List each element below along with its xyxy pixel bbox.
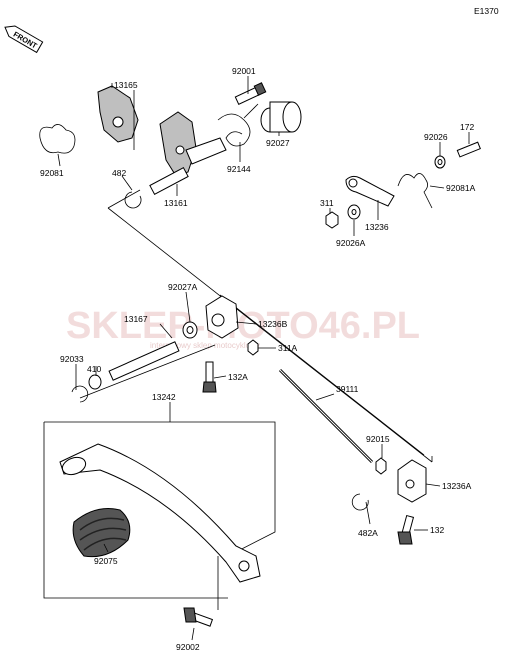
part-39111-tie-rod bbox=[278, 368, 374, 464]
part-92015-nut bbox=[375, 457, 387, 475]
part-13242-group-box bbox=[43, 421, 276, 599]
watermark-text: SKLEP-MOTO46.PL bbox=[66, 305, 420, 347]
part-label: 410 bbox=[87, 364, 101, 374]
part-13236a-clamp bbox=[397, 459, 427, 503]
part-label: 13236A bbox=[442, 481, 472, 491]
part-92144-spring bbox=[217, 103, 259, 147]
part-13242-pedal bbox=[59, 443, 261, 583]
part-132-bolt bbox=[397, 514, 415, 545]
part-92075-rubber bbox=[72, 508, 131, 558]
part-482a-snapring bbox=[351, 493, 369, 511]
part-label: 92026 bbox=[424, 132, 448, 142]
part-label: 92002 bbox=[176, 642, 200, 652]
watermark: SKLEP-MOTO46.PL internetowy sklep motocy… bbox=[66, 305, 420, 350]
part-label: 132 bbox=[430, 525, 444, 535]
part-label: 92027A bbox=[168, 282, 198, 292]
part-label: 13167 bbox=[124, 314, 148, 324]
part-label: 92027 bbox=[266, 138, 290, 148]
part-label: 482A bbox=[358, 528, 378, 538]
part-label: 92075 bbox=[94, 556, 118, 566]
part-label: 92026A bbox=[336, 238, 366, 248]
part-13236b-clamp bbox=[205, 295, 239, 339]
part-label: 13236B bbox=[258, 319, 288, 329]
part-13167-pivot-shaft bbox=[108, 341, 180, 381]
diagram-code: E1370 bbox=[474, 6, 499, 16]
part-label: 311 bbox=[320, 198, 334, 208]
part-label: 13236 bbox=[365, 222, 389, 232]
part-label: 13165 bbox=[114, 80, 138, 90]
part-172-pin bbox=[456, 141, 481, 158]
part-label: 92081 bbox=[40, 168, 64, 178]
part-92027-collar bbox=[260, 101, 302, 133]
part-label: 92033 bbox=[60, 354, 84, 364]
part-311a-nut bbox=[247, 339, 259, 356]
part-label: 13242 bbox=[152, 392, 176, 402]
part-label: 13161 bbox=[164, 198, 188, 208]
part-label: 311A bbox=[278, 343, 298, 353]
part-92081-circlip bbox=[39, 124, 76, 154]
part-92026a-washer bbox=[347, 204, 361, 220]
part-label: 92001 bbox=[232, 66, 256, 76]
part-13236-lever bbox=[345, 175, 395, 207]
front-arrow-icon: FRONT bbox=[4, 25, 44, 54]
part-label: 482 bbox=[112, 168, 126, 178]
part-label: 92081A bbox=[446, 183, 476, 193]
leader-lines bbox=[57, 76, 470, 641]
watermark-subtext: internetowy sklep motocyklowy bbox=[150, 341, 260, 350]
part-92001-bolt bbox=[234, 82, 267, 105]
part-311-nut bbox=[325, 211, 339, 229]
part-410-washer bbox=[88, 374, 102, 390]
part-13161-shaft bbox=[149, 111, 227, 196]
part-label: 39111 bbox=[336, 384, 359, 394]
part-132a-bolt bbox=[202, 361, 217, 393]
part-92033-circlip bbox=[71, 385, 89, 403]
part-label: 132A bbox=[228, 372, 248, 382]
reference-lines bbox=[79, 189, 433, 463]
part-label: 92015 bbox=[366, 434, 390, 444]
part-labels: 13165 92001 92081 482 13161 92144 92027 … bbox=[40, 66, 476, 652]
part-13165-plate bbox=[97, 83, 139, 143]
part-92002-bolt bbox=[183, 607, 214, 627]
part-label: 172 bbox=[460, 122, 474, 132]
part-482-snapring bbox=[124, 191, 142, 209]
part-label: 92144 bbox=[227, 164, 251, 174]
part-92027a-washer bbox=[182, 321, 198, 339]
part-92081a-spring bbox=[397, 173, 433, 209]
part-92026-washer bbox=[434, 155, 446, 169]
